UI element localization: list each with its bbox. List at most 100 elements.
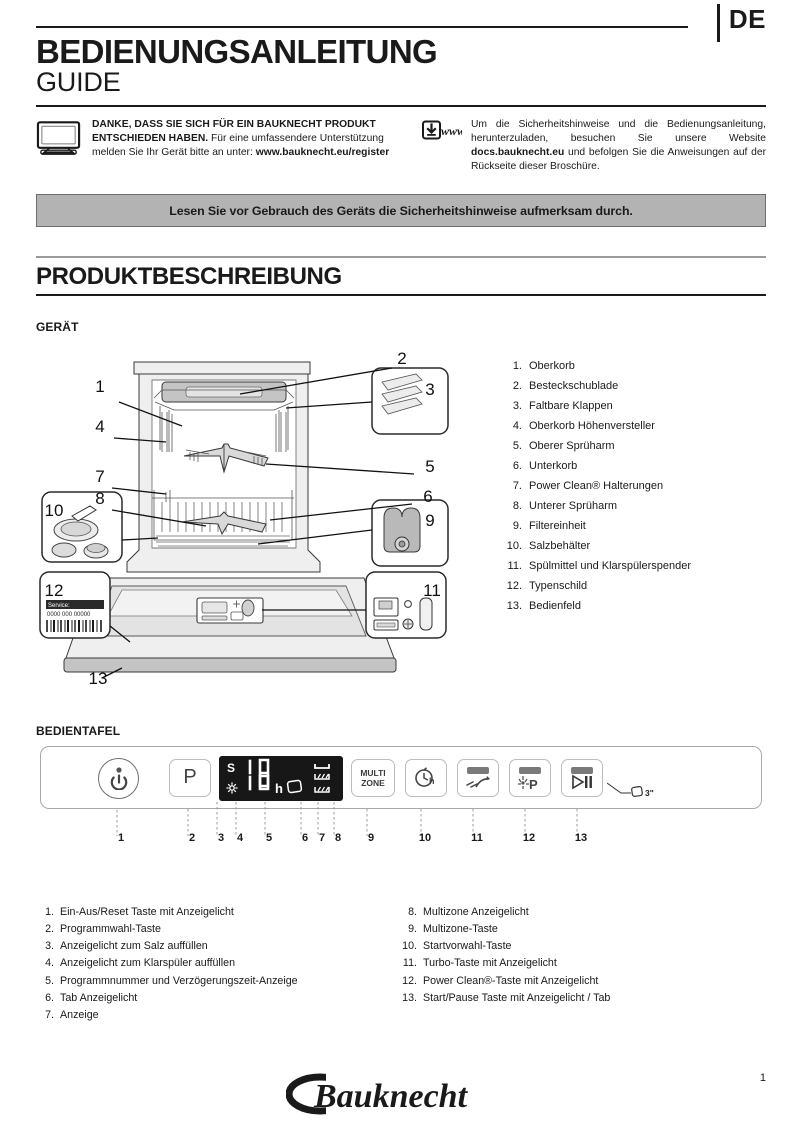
panel-num-8: 8 bbox=[334, 831, 342, 844]
multizone-button[interactable]: MULTI ZONE bbox=[351, 758, 395, 797]
part-number: 1. bbox=[512, 359, 522, 372]
list-item: 1. Oberkorb bbox=[504, 356, 691, 376]
safety-warning-bar: Lesen Sie vor Gebrauch des Geräts die Si… bbox=[36, 194, 766, 228]
list-item: 4.Oberkorb Höhenversteller bbox=[504, 416, 691, 436]
page-title: BEDIENUNGSANLEITUNG bbox=[36, 33, 438, 70]
panel-num-2: 2 bbox=[188, 831, 196, 844]
power-clean-indicator-light bbox=[519, 766, 541, 774]
power-clean-button[interactable]: P bbox=[509, 758, 551, 797]
legend-label: Turbo-Taste mit Anzeigelicht bbox=[423, 957, 557, 970]
lcd-digit-bottom bbox=[248, 774, 270, 791]
power-icon bbox=[110, 767, 127, 791]
header: DE bbox=[36, 0, 766, 42]
tab-hold-marker: 3" bbox=[607, 782, 654, 798]
list-item: 7.Power Clean® Halterungen bbox=[504, 476, 691, 496]
part-label: Power Clean® Halterungen bbox=[529, 479, 664, 492]
panel-num-13: 13 bbox=[574, 831, 588, 844]
panel-num-4: 4 bbox=[236, 831, 244, 844]
list-item: 11.Spülmittel und Klarspülerspender bbox=[504, 556, 692, 576]
part-number: 2. bbox=[512, 379, 522, 392]
list-item: 7. Anzeige bbox=[36, 1007, 399, 1024]
part-label: Oberkorb bbox=[529, 359, 575, 372]
program-button-label: P bbox=[183, 766, 197, 789]
intro-right: www Um die Sicherheitshinweise und die B… bbox=[416, 118, 766, 175]
register-link[interactable]: www.bauknecht.eu/register bbox=[255, 146, 390, 158]
lcd-zone-upper bbox=[314, 763, 330, 769]
legend-number: 13. bbox=[402, 991, 417, 1004]
list-item: 2.Programmwahl-Taste bbox=[36, 921, 399, 938]
delay-start-button[interactable]: h bbox=[405, 758, 447, 797]
program-select-button[interactable]: P bbox=[169, 758, 211, 797]
power-clean-icon: P bbox=[518, 776, 538, 791]
list-item: 6.Unterkorb bbox=[504, 456, 691, 476]
legend-number: 11. bbox=[402, 957, 417, 970]
list-item: 1.Ein-Aus/Reset Taste mit Anzeigelicht bbox=[36, 904, 399, 921]
lcd-tab-icon bbox=[286, 779, 303, 794]
download-www-icon: www bbox=[422, 118, 462, 175]
callout-4: 4 bbox=[95, 417, 104, 436]
part-number: 3. bbox=[512, 399, 522, 412]
legend-number: 10. bbox=[402, 940, 417, 953]
legend-label: Programmnummer und Verzögerungszeit-Anze… bbox=[60, 974, 298, 987]
brand-wordmark: Bauknecht bbox=[313, 1078, 469, 1115]
part-label: Salzbehälter bbox=[529, 539, 591, 552]
callout-11: 11 bbox=[423, 581, 441, 600]
brand-logo: Bauknecht bbox=[0, 1071, 802, 1122]
legend-number: 7. bbox=[45, 1009, 54, 1022]
callout-3: 3 bbox=[425, 380, 434, 399]
callout-7: 7 bbox=[95, 467, 104, 486]
callout-2: 2 bbox=[397, 349, 406, 368]
part-label: Oberkorb Höhenversteller bbox=[529, 419, 655, 432]
part-number: 9. bbox=[512, 519, 522, 532]
intro-right-text: Um die Sicherheitshinweise und die Bedie… bbox=[471, 118, 766, 175]
list-item: 13.Bedienfeld bbox=[504, 596, 691, 616]
callout-5: 5 bbox=[425, 457, 434, 476]
service-tag-title: Service: bbox=[48, 603, 70, 609]
intro-right-part1: Um die Sicherheitshinweise und die Bedie… bbox=[471, 118, 766, 144]
legend-number: 4. bbox=[45, 957, 54, 970]
legend-label: Multizone Anzeigelicht bbox=[423, 905, 529, 918]
panel-num-6: 6 bbox=[301, 831, 309, 844]
docs-link[interactable]: docs.bauknecht.eu bbox=[471, 146, 565, 158]
part-label: Unterkorb bbox=[529, 459, 578, 472]
subsection-control-panel: BEDIENTAFEL bbox=[36, 723, 121, 738]
callout-1: 1 bbox=[95, 377, 104, 396]
part-label: Typenschild bbox=[529, 579, 588, 592]
title-divider bbox=[36, 105, 766, 107]
panel-num-11: 11 bbox=[471, 831, 483, 844]
turbo-button[interactable] bbox=[457, 758, 499, 797]
bauknecht-logo-icon: Bauknecht bbox=[285, 1073, 469, 1115]
intro-right-part2: und befolgen Sie die Anweisungen auf der… bbox=[471, 146, 766, 173]
lcd-salt-indicator: S bbox=[227, 761, 235, 775]
list-item: 4. Anzeigelicht zum Klarspüler auffüllen bbox=[36, 955, 399, 972]
legend-number: 5. bbox=[45, 974, 54, 987]
lcd-display: S h bbox=[219, 755, 343, 801]
intro-left-text: DANKE, DASS SIE SICH FÜR EIN BAUKNECHT P… bbox=[92, 118, 416, 175]
multizone-label-line2: ZONE bbox=[361, 777, 385, 788]
start-pause-button[interactable] bbox=[561, 758, 603, 797]
part-number: 5. bbox=[512, 439, 522, 452]
control-panel-wrap: P S bbox=[36, 745, 766, 896]
legend-label: Anzeigelicht zum Klarspüler auffüllen bbox=[60, 957, 236, 970]
list-item: 11. Turbo-Taste mit Anzeigelicht bbox=[399, 955, 610, 972]
page-subtitle: GUIDE bbox=[36, 67, 121, 97]
legend-number: 8. bbox=[408, 905, 417, 918]
intro-left: DANKE, DASS SIE SICH FÜR EIN BAUKNECHT P… bbox=[36, 118, 416, 175]
legend-number: 12. bbox=[402, 974, 417, 987]
turbo-indicator-light bbox=[467, 766, 489, 774]
callout-9: 9 bbox=[425, 511, 434, 530]
multizone-label-line1: MULTI bbox=[360, 767, 386, 778]
intro-body: Für eine umfassendere Unterstützung meld… bbox=[92, 132, 384, 158]
power-button[interactable] bbox=[98, 757, 139, 799]
page-number: 1 bbox=[759, 1072, 766, 1084]
list-item: 12.Power Clean®-Taste mit Anzeigelicht bbox=[399, 973, 610, 990]
part-label: Bedienfeld bbox=[529, 599, 581, 612]
legend-number: 3. bbox=[45, 940, 54, 953]
legend-number: 1. bbox=[45, 905, 54, 918]
part-label: Filtereinheit bbox=[529, 519, 586, 532]
legend-label: Tab Anzeigelicht bbox=[60, 991, 138, 1004]
subsection-appliance: GERÄT bbox=[36, 319, 79, 334]
legend-label: Anzeige bbox=[60, 1009, 99, 1022]
appliance-diagram-row: .ln{fill:none;stroke:#1a1a1a;stroke-widt… bbox=[36, 340, 766, 700]
